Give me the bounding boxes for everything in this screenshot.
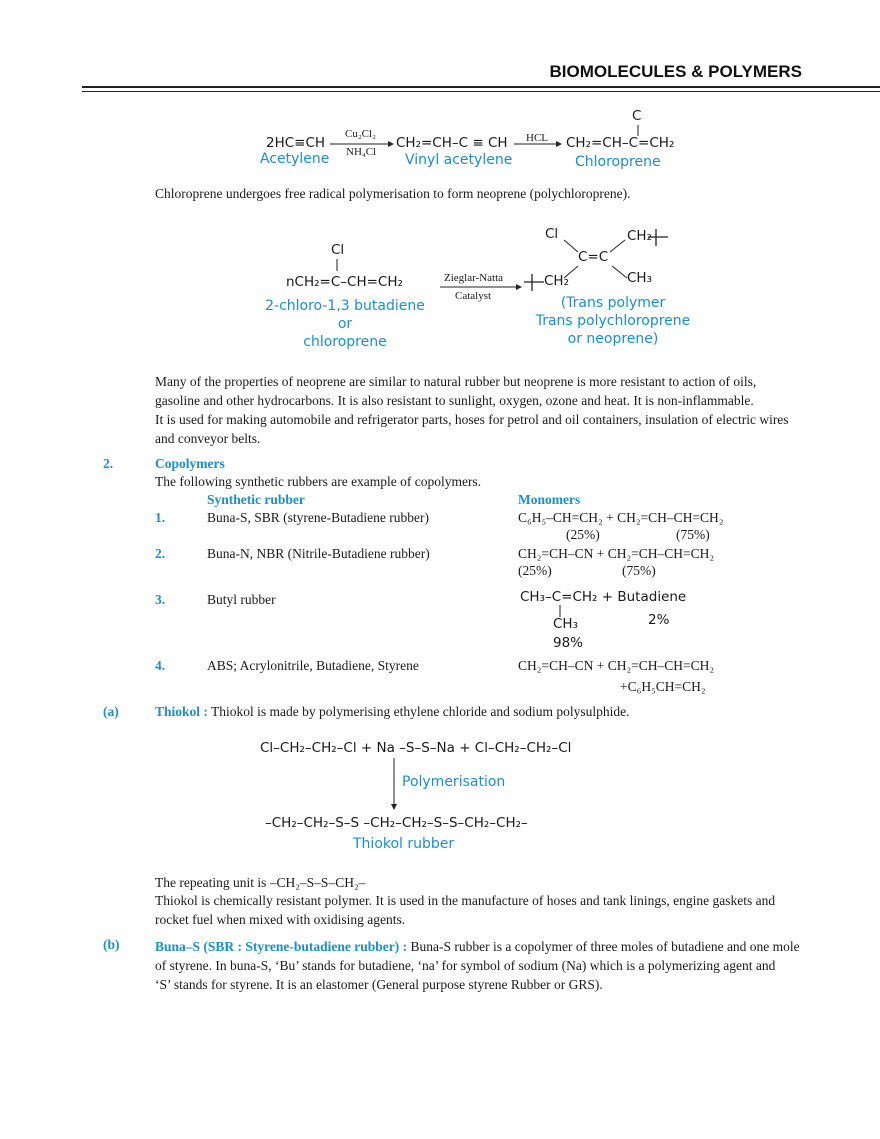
thiokol-repeat: The repeating unit is –CH₂–S–S–CH₂– [155,875,366,890]
header-rule-thin [82,91,880,92]
butyl-substituent: CH₃ [553,616,578,632]
catalyst-nh4cl: NH₄Cl [346,146,377,158]
monomer-percent: (75%) [676,527,710,542]
monomer-percent: 98% [553,635,584,651]
thiokol-line: Thiokol is chemically resistant polymer.… [155,893,776,908]
trans-cl: Cl [545,226,559,242]
thiokol-line: rocket fuel when mixed with oxidising ag… [155,912,406,927]
neoprene-line: and conveyor belts. [155,431,261,446]
bunas-title: Buna–S (SBR : Styrene-butadiene rubber) … [155,939,408,954]
chloroprene-monomer-formula: nCH₂=C–CH=CH₂ [286,274,403,290]
neoprene-paragraph: Many of the properties of neoprene are s… [155,372,803,448]
monomer-percent: (25%) [566,527,600,542]
page-header-title: BIOMOLECULES & POLYMERS [549,62,802,81]
monomer-name-line3: chloroprene [303,334,387,350]
section-number: 2. [103,456,114,471]
thiokol-product-name: Thiokol rubber [353,836,455,852]
trans-name-line1: (Trans polymer [560,295,666,311]
bunas-line: of styrene. In buna-S, ‘Bu’ stands for b… [155,958,776,973]
trans-ch3: CH₃ [627,270,652,286]
neoprene-line: Many of the properties of neoprene are s… [155,374,757,389]
monomer-name-line2: or [337,316,353,332]
reagent-hcl: HCL [526,132,548,144]
bunas-line: ‘S’ stands for styrene. It is an elastom… [155,977,603,992]
monomer-percent: (25%) [518,563,552,578]
chloro-substituent: Cl [331,242,345,258]
col-header-rubber: Synthetic rubber [207,492,305,507]
chloroprene-sentence: Chloroprene undergoes free radical polym… [155,186,631,201]
monomer-percent: 2% [648,612,670,628]
rubber-name: ABS; Acrylonitrile, Butadiene, Styrene [207,658,419,673]
rubber-name: Buna-S, SBR (styrene-Butadiene rubber) [207,510,429,525]
monomer-percent: (75%) [622,563,656,578]
chloroprene-formula: CH₂=CH–C=CH₂ [566,135,675,151]
monomer-name-line1: 2-chloro-1,3 butadiene [265,298,425,314]
acetylene-label: Acetylene [260,151,330,167]
bunas-paragraph: Buna–S (SBR : Styrene-butadiene rubber) … [155,937,803,994]
rubber-name: Butyl rubber [207,592,276,607]
col-header-monomers: Monomers [518,492,581,507]
monomer-formula: C₆H₅–CH=CH₂ + CH₂=CH–CH=CH₂ [518,510,724,525]
thiokol-intro: Thiokol : Thiokol is made by polymerisin… [155,704,629,720]
section-title: Copolymers [155,456,225,471]
row-number: 2. [155,546,166,561]
vinyl-acetylene-formula: CH₂=CH–C ≡ CH [396,135,508,151]
chloroprene-label: Chloroprene [575,154,661,170]
row-number: 4. [155,658,166,673]
row-number: 1. [155,510,166,525]
polymerisation-label: Polymerisation [402,774,506,790]
trans-cc: C=C [578,249,609,265]
neoprene-line: It is used for making automobile and ref… [155,412,789,427]
trans-name-line2: Trans polychloroprene [535,313,691,329]
acetylene-formula: 2HC≡CH [266,135,326,151]
neoprene-line: gasoline and other hydrocarbons. It is a… [155,393,754,408]
catalyst-ziegler: Zieglar-Natta [444,272,504,284]
catalyst-label: Catalyst [455,290,492,302]
catalyst-cu2cl2: Cu₂Cl₂ [345,128,376,140]
thiokol-label: (a) [103,704,119,719]
thiokol-product: –CH₂–CH₂–S–S –CH₂–CH₂–S–S–CH₂–CH₂– [265,815,528,831]
thiokol-reactants: Cl–CH₂–CH₂–Cl + Na –S–S–Na + Cl–CH₂–CH₂–… [260,740,572,756]
row-number: 3. [155,592,166,607]
bunas-line: Buna–S (SBR : Styrene-butadiene rubber) … [155,937,803,956]
monomer-formula: CH₂=CH–CN + CH₂=CH–CH=CH₂ [518,546,715,561]
trans-name-line3: or neoprene) [567,331,659,347]
thiokol-text: Thiokol is made by polymerising ethylene… [207,704,630,719]
vinyl-acetylene-label: Vinyl acetylene [405,152,513,168]
monomer-formula: CH₃–C=CH₂ + Butadiene [520,589,687,605]
header-rule [82,86,880,88]
chloroprene-substituent: C [632,108,642,124]
trans-ch2-top: CH₂ [627,228,652,244]
rubber-name: Buna-N, NBR (Nitrile-Butadiene rubber) [207,546,430,561]
monomer-formula-line2: +C₆H₅CH=CH₂ [620,679,706,694]
bunas-line-text: Buna-S rubber is a copolymer of three mo… [407,939,800,954]
thiokol-paragraph: Thiokol is chemically resistant polymer.… [155,891,803,929]
bunas-label: (b) [103,937,120,952]
thiokol-title: Thiokol : [155,704,208,719]
trans-ch2-left: CH₂ [544,273,569,289]
section-intro: The following synthetic rubbers are exam… [155,474,482,489]
monomer-formula: CH₂=CH–CN + CH₂=CH–CH=CH₂ [518,658,715,673]
